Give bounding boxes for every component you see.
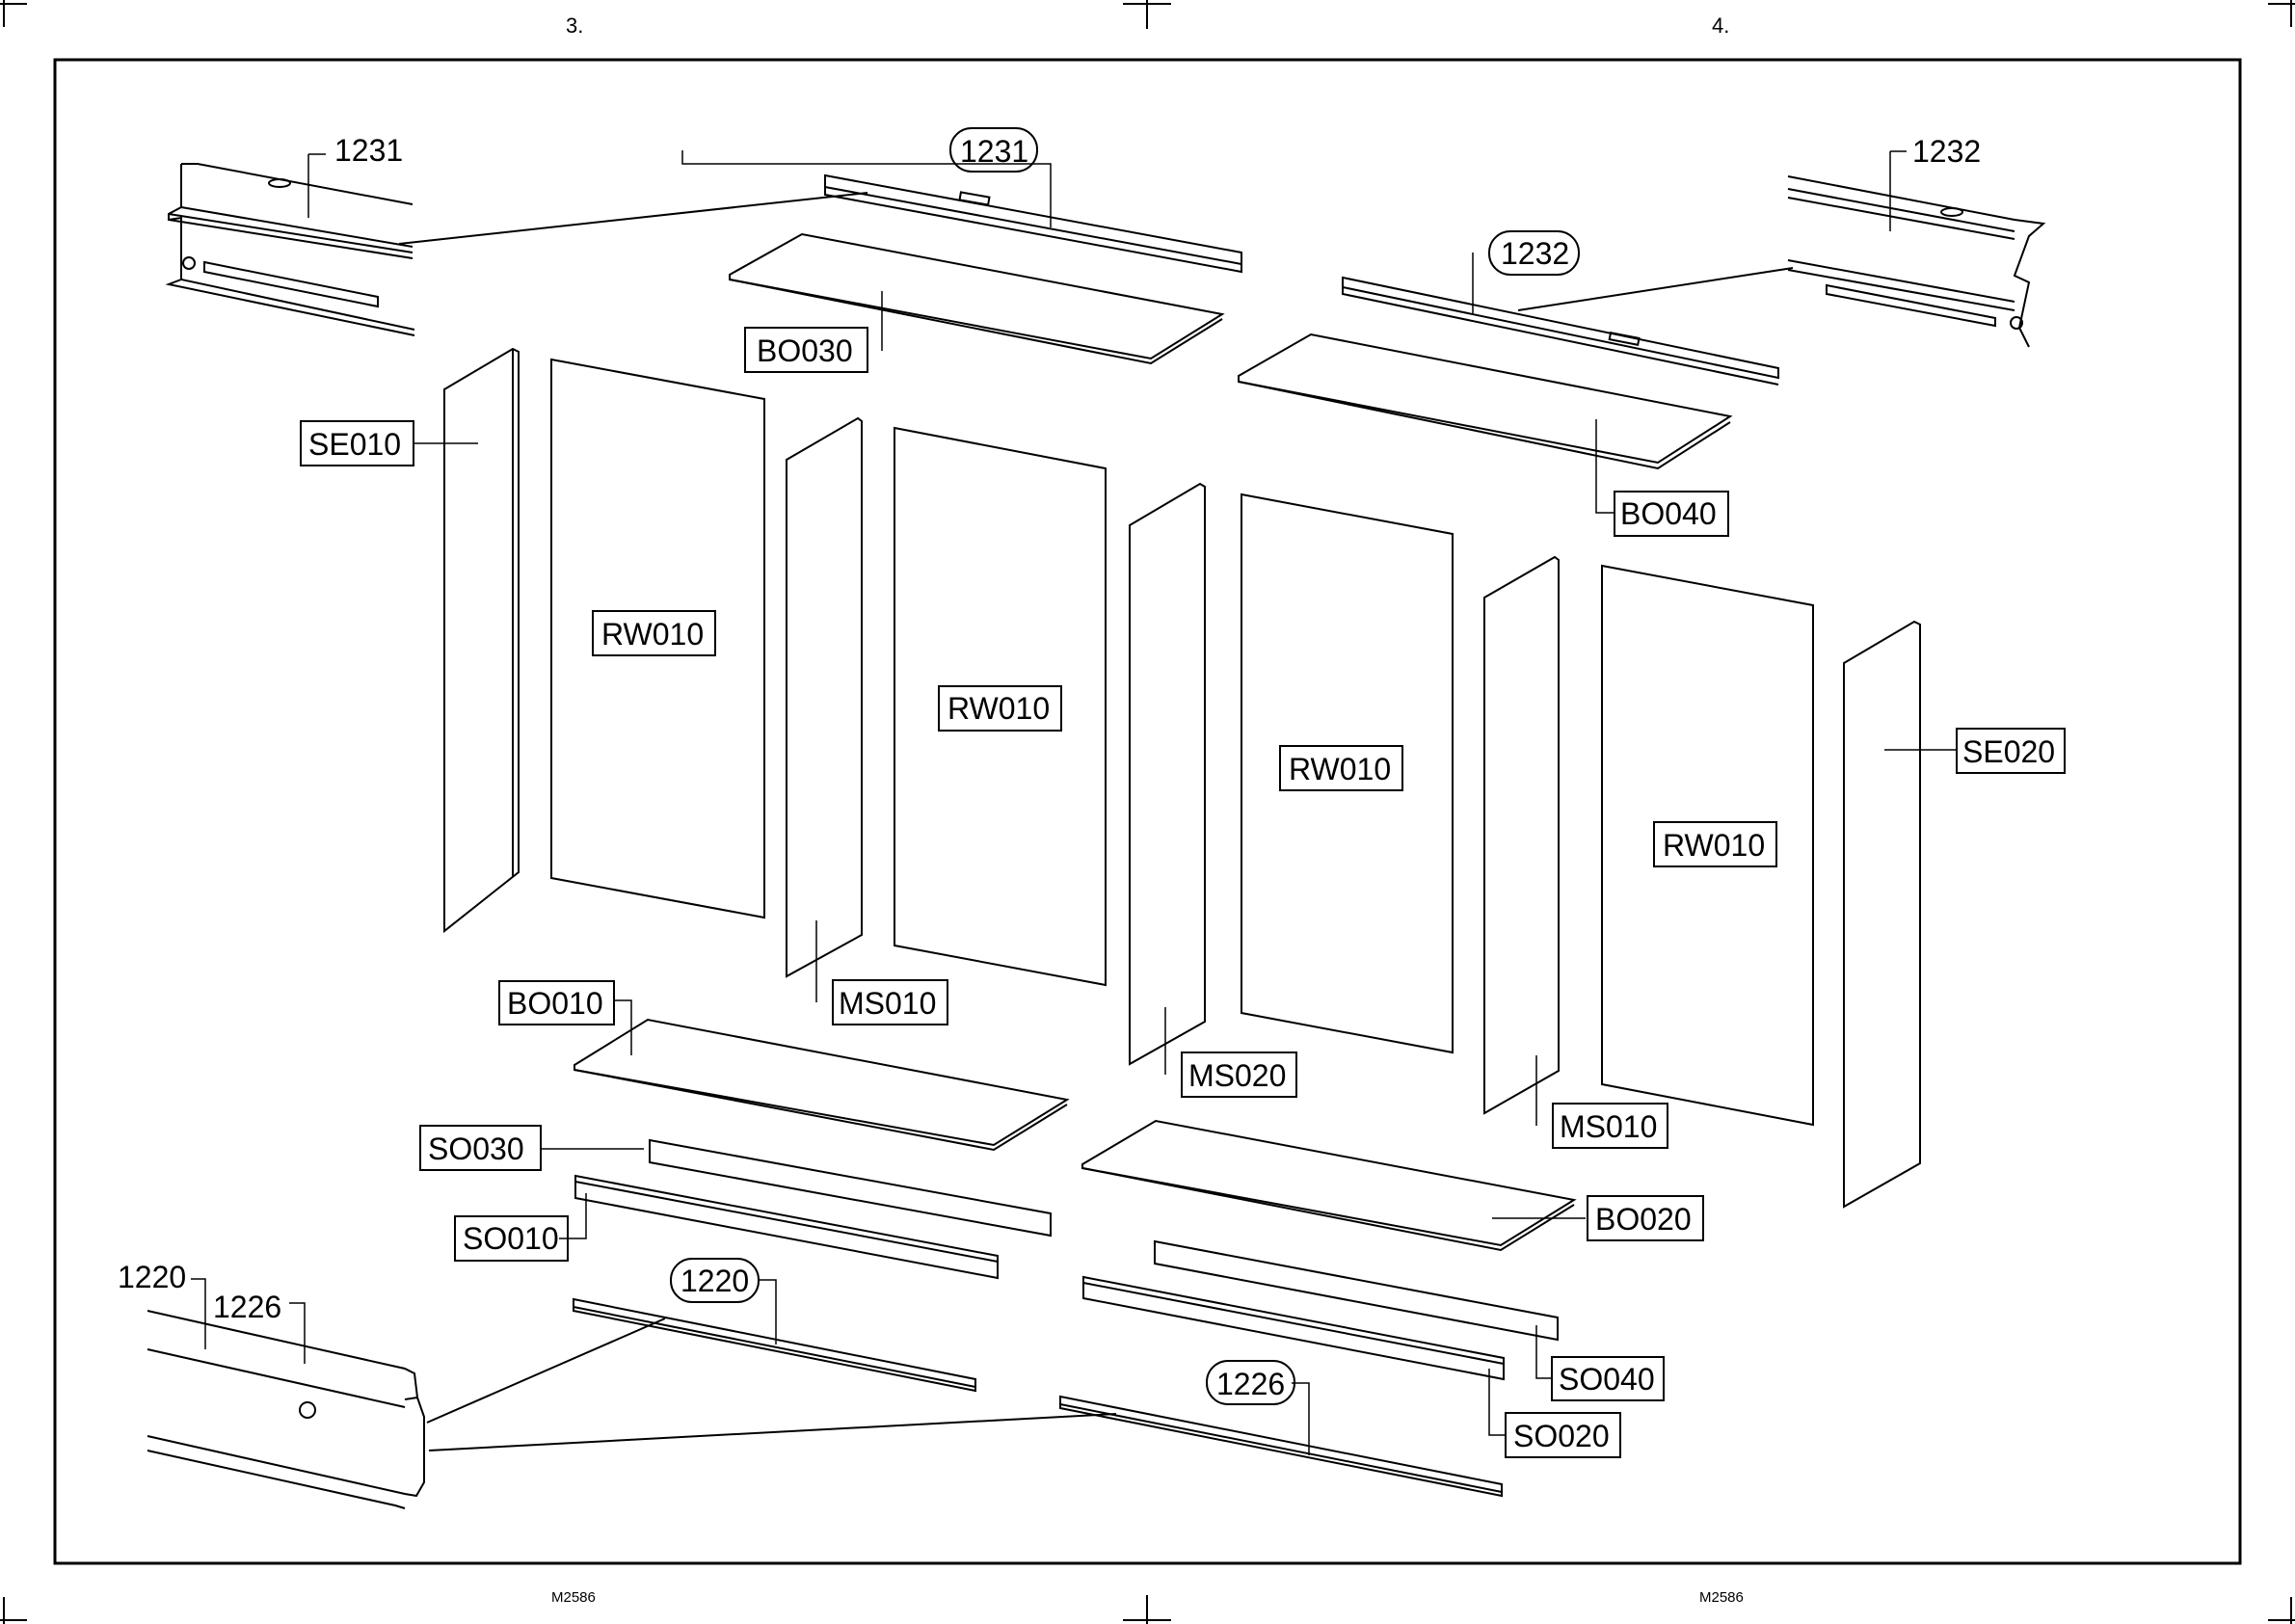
rail-1220 [574, 1299, 975, 1391]
label-rw010-3: RW010 [1289, 752, 1391, 786]
label-bo020: BO020 [1595, 1202, 1692, 1237]
leader-1226-detail [429, 1414, 1116, 1451]
rail-1232-detail [1788, 151, 2043, 347]
plinth-so020 [1083, 1277, 1504, 1379]
rail-1220-leader [759, 1280, 776, 1344]
board-bo010 [574, 1000, 1067, 1150]
label-bo010: BO010 [507, 986, 603, 1021]
label-so020: SO020 [1513, 1419, 1610, 1453]
rail-1232 [1343, 253, 1778, 385]
board-bo040 [1239, 334, 1730, 513]
plinth-so030 [650, 1140, 1051, 1236]
label-bo040: BO040 [1620, 496, 1717, 531]
label-ms010-right: MS010 [1560, 1109, 1657, 1144]
leader-1220-detail [427, 1318, 665, 1423]
middle-side-ms010-left [787, 418, 862, 976]
label-1226: 1226 [1216, 1367, 1285, 1401]
label-rw010-4: RW010 [1663, 828, 1765, 863]
plinth-so010 [575, 1176, 998, 1278]
plinth-so040 [1155, 1241, 1558, 1340]
label-1232: 1232 [1501, 236, 1569, 271]
side-panel-se010 [414, 349, 519, 931]
middle-side-ms020 [1130, 484, 1205, 1064]
rail-1231-detail [169, 154, 414, 335]
label-1226-detail: 1226 [213, 1290, 281, 1324]
label-1220-detail: 1220 [118, 1260, 186, 1294]
label-ms020: MS020 [1188, 1058, 1286, 1093]
rail-1220-1226-detail [147, 1279, 424, 1508]
so040-leader [1536, 1325, 1552, 1378]
label-so010: SO010 [463, 1221, 559, 1256]
rail-1226 [1060, 1397, 1502, 1496]
label-rw010-1: RW010 [601, 617, 704, 652]
label-se010: SE010 [308, 427, 401, 462]
label-1231: 1231 [960, 134, 1028, 169]
label-1220: 1220 [680, 1264, 749, 1298]
label-se020: SE020 [1962, 734, 2055, 769]
label-rw010-2: RW010 [947, 691, 1050, 726]
label-ms010-left: MS010 [839, 986, 936, 1021]
label-bo030: BO030 [757, 333, 853, 368]
middle-side-ms010-right [1484, 557, 1559, 1113]
board-bo020 [1082, 1121, 1586, 1250]
label-so040: SO040 [1559, 1362, 1655, 1397]
side-panel-se020 [1844, 622, 1920, 1207]
label-so030: SO030 [428, 1131, 524, 1166]
label-1231-detail: 1231 [334, 133, 403, 168]
label-1232-detail: 1232 [1912, 134, 1981, 169]
